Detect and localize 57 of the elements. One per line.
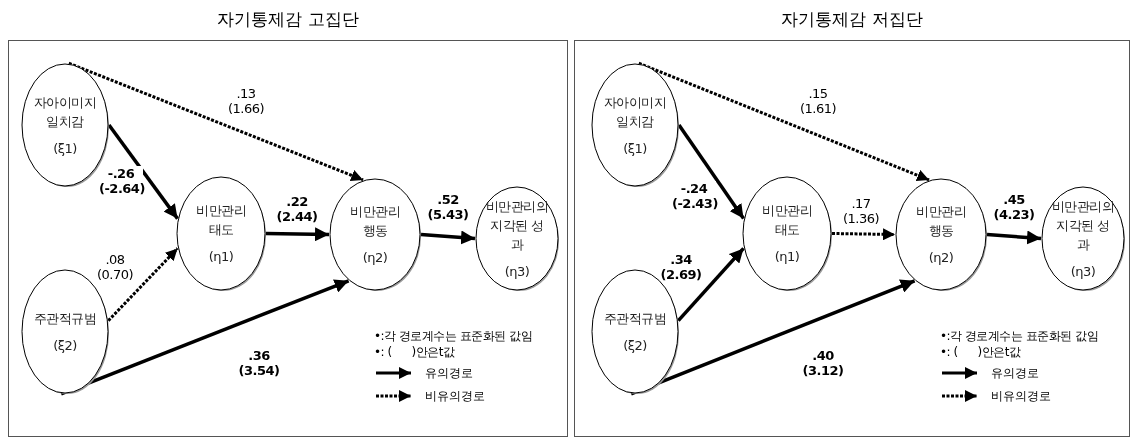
variable-symbol: (η1) xyxy=(773,248,801,266)
variable-symbol: (ξ2) xyxy=(622,336,648,355)
latent-variable-ellipse xyxy=(591,63,679,187)
variable-symbol: (η3) xyxy=(503,262,531,281)
variable-name: 비만관리 행동 xyxy=(349,203,401,240)
legend-text: 비유의경로 xyxy=(991,389,1051,403)
variable-name: 자아이미지 일치감 xyxy=(602,93,668,131)
variable-name: 비만관리의 지각된 성과 xyxy=(484,197,550,254)
edge-label: .45 (4.23) xyxy=(992,192,1036,222)
variable-symbol: (ξ1) xyxy=(52,139,78,158)
legend-text: 유의경로 xyxy=(425,366,473,380)
variable-symbol: (η2) xyxy=(361,249,389,267)
panel-title: 자기통제감 고집단 xyxy=(217,8,359,31)
variable-name: 자아이미지 일치감 xyxy=(32,93,98,131)
edge-label: .36 (3.54) xyxy=(237,348,281,378)
latent-variable-ellipse xyxy=(895,178,987,291)
path-arrow xyxy=(68,61,364,182)
edge-label: .22 (2.44) xyxy=(275,194,319,224)
path-arrow xyxy=(831,228,896,241)
path-arrow xyxy=(677,124,745,220)
path-arrow xyxy=(420,230,476,245)
note-text: •: ( )안은t값 xyxy=(940,345,1021,359)
latent-variable-ellipse xyxy=(475,186,559,291)
path-arrow xyxy=(107,123,179,220)
variable-symbol: (η3) xyxy=(1069,262,1097,281)
variable-name: 비만관리 행동 xyxy=(915,203,967,240)
path-arrow xyxy=(677,247,745,322)
path-arrow xyxy=(986,230,1042,245)
path-arrow xyxy=(265,227,330,242)
latent-variable-ellipse xyxy=(176,176,266,291)
legend-text: 유의경로 xyxy=(991,366,1039,380)
path-arrow xyxy=(638,61,930,182)
latent-variable-ellipse xyxy=(1041,186,1125,291)
edge-label: .52 (5.43) xyxy=(426,192,470,222)
edge-label: -.26 (-2.64) xyxy=(99,166,143,196)
latent-variable-ellipse xyxy=(329,178,421,291)
variable-symbol: (η1) xyxy=(207,248,235,266)
variable-name: 주관적규범 xyxy=(32,309,98,328)
edge-label: -.24 (-2.43) xyxy=(672,181,716,211)
path-arrow xyxy=(630,279,916,396)
latent-variable-ellipse xyxy=(742,176,832,291)
note-text: •:각 경로계수는 표준화된 값임 xyxy=(940,329,1099,343)
path-arrow xyxy=(60,279,350,396)
variable-name: 비만관리의 지각된 성과 xyxy=(1050,197,1116,254)
note-text: •: ( )안은t값 xyxy=(374,345,455,359)
edge-label: .40 (3.12) xyxy=(801,348,845,378)
variable-name: 비만관리 태도 xyxy=(761,202,813,239)
variable-symbol: (ξ2) xyxy=(52,336,78,355)
variable-name: 주관적규범 xyxy=(602,309,668,328)
panel-title: 자기통제감 저집단 xyxy=(781,8,923,31)
path-arrow xyxy=(107,247,179,322)
variable-symbol: (η2) xyxy=(927,249,955,267)
legend-text: 비유의경로 xyxy=(425,389,485,403)
note-text: •:각 경로계수는 표준화된 값임 xyxy=(374,329,533,343)
variable-symbol: (ξ1) xyxy=(622,139,648,158)
edge-label: .34 (2.69) xyxy=(659,252,703,282)
variable-name: 비만관리 태도 xyxy=(195,202,247,239)
